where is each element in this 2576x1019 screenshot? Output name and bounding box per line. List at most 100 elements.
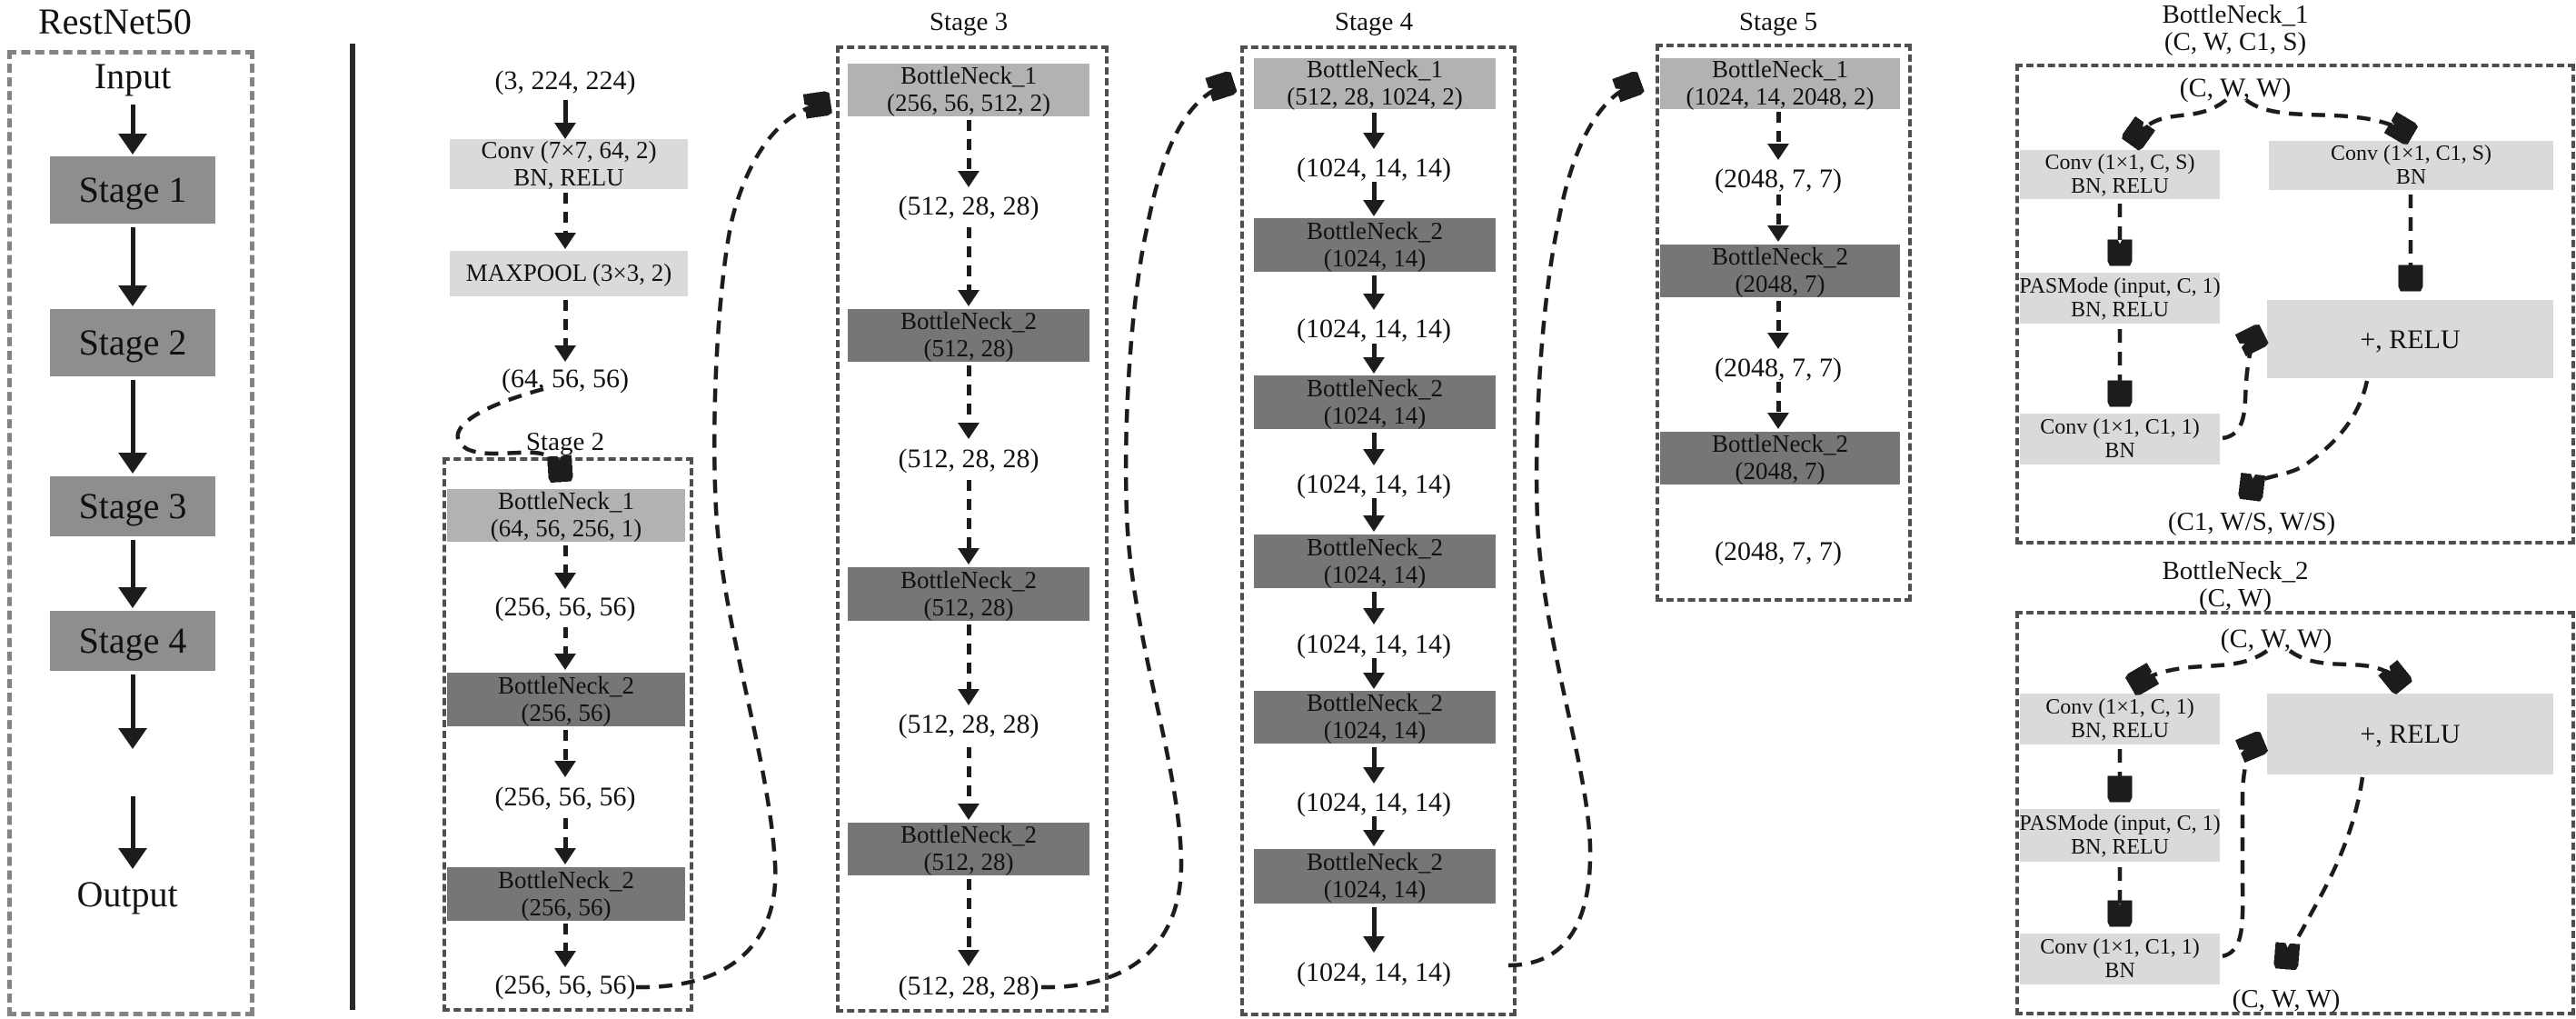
tensor-label: (256, 56, 56) — [494, 592, 636, 622]
bottleneck2-detail-title: BottleNeck_2 — [2162, 556, 2309, 585]
arrow-down-icon — [117, 380, 148, 474]
arrow-down-icon — [1362, 113, 1386, 149]
bn1-conv-left-box: Conv (1×1, C, S)BN, RELU — [2020, 150, 2220, 199]
arrow-down-icon — [957, 747, 980, 820]
bn1-pasmode-box: PASMode (input, C, 1)BN, RELU — [2019, 273, 2221, 324]
bn2-pasmode-box: PASMode (input, C, 1)BN, RELU — [2019, 809, 2221, 862]
stage3-bottleneck2-box: BottleNeck_2(512, 28) — [848, 822, 1089, 875]
tensor-label: (512, 28, 28) — [898, 191, 1039, 221]
connector-stage4-to-stage5 — [1507, 84, 1636, 968]
arrow-down-icon — [553, 545, 577, 589]
tensor-label: (512, 28, 28) — [898, 444, 1039, 474]
arrow-down-icon — [553, 924, 577, 967]
output-label: Output — [76, 874, 178, 914]
arrow-down-icon — [117, 105, 148, 155]
arrow-down-icon — [553, 300, 577, 362]
tensor-label: (2048, 7, 7) — [1715, 536, 1842, 566]
stage4-bottleneck2-box: BottleNeck_2(1024, 14) — [1254, 690, 1496, 744]
arrow-down-icon — [957, 120, 980, 187]
arrow-down-icon — [957, 227, 980, 306]
bottleneck2-detail-box — [2015, 611, 2575, 1015]
tensor-label: (C, W, W) — [2220, 624, 2332, 654]
tensor-label: (2048, 7, 7) — [1715, 164, 1842, 194]
maxpool-box: MAXPOOL (3×3, 2) — [450, 251, 688, 296]
stage3-bottleneck2-box: BottleNeck_2(512, 28) — [848, 308, 1089, 362]
bottleneck1-detail-title: BottleNeck_1 — [2162, 0, 2309, 29]
arrow-down-icon — [957, 879, 980, 966]
tensor-label: (1024, 14, 14) — [1297, 957, 1451, 987]
arrow-down-icon — [1362, 592, 1386, 624]
stage4-bottleneck2-box: BottleNeck_2(1024, 14) — [1254, 534, 1496, 588]
stage5-bottleneck1-box: BottleNeck_1(1024, 14, 2048, 2) — [1660, 56, 1900, 110]
stage2-column-label: Stage 2 — [525, 427, 605, 456]
stage4-column-label: Stage 4 — [1334, 7, 1414, 36]
diagram-title: RestNet50 — [38, 1, 192, 42]
input-label: Input — [94, 55, 172, 96]
tensor-label: (1024, 14, 14) — [1297, 314, 1451, 344]
tensor-label: (3, 224, 224) — [494, 65, 636, 95]
arrow-down-icon — [117, 540, 148, 608]
stage1-box: Stage 1 — [50, 156, 215, 224]
arrow-down-icon — [1362, 498, 1386, 532]
tensor-label: (1024, 14, 14) — [1297, 153, 1451, 183]
bn1-conv-c1-box: Conv (1×1, C1, 1)BN — [2020, 414, 2220, 465]
tensor-label: (C, W, W) — [2179, 73, 2292, 103]
arrow-down-icon — [1362, 658, 1386, 689]
tensor-label: (C1, W/S, W/S) — [2167, 507, 2336, 536]
tensor-label: (1024, 14, 14) — [1297, 469, 1451, 499]
arrow-down-icon — [553, 818, 577, 864]
stage5-bottleneck2-box: BottleNeck_2(2048, 7) — [1660, 431, 1900, 485]
stage3-box: Stage 3 — [50, 476, 215, 536]
stage4-box: Stage 4 — [50, 611, 215, 671]
arrow-down-icon — [957, 365, 980, 439]
tensor-label: (2048, 7, 7) — [1715, 353, 1842, 383]
stage4-bottleneck2-box: BottleNeck_2(1024, 14) — [1254, 217, 1496, 272]
bn1-add-relu-box: +, RELU — [2267, 300, 2553, 378]
tensor-label: (1024, 14, 14) — [1297, 787, 1451, 817]
arrow-down-icon — [553, 627, 577, 670]
bn2-add-relu-box: +, RELU — [2267, 694, 2553, 774]
arrow-down-icon — [1362, 433, 1386, 465]
section-divider — [350, 44, 355, 1010]
bn2-conv1-box: Conv (1×1, C, 1)BN, RELU — [2020, 694, 2220, 744]
stage5-column-label: Stage 5 — [1738, 7, 1818, 36]
stage2-bottleneck1-box: BottleNeck_1(64, 56, 256, 1) — [447, 488, 685, 542]
stage5-column-box — [1656, 44, 1912, 602]
stage2-box: Stage 2 — [50, 309, 215, 376]
arrow-down-icon — [117, 227, 148, 306]
bottleneck2-detail-params: (C, W) — [2198, 584, 2273, 613]
arrow-down-icon — [1362, 907, 1386, 953]
left-panel-box — [7, 50, 254, 1016]
stage2-bottleneck2-box: BottleNeck_2(256, 56) — [447, 672, 685, 726]
arrow-down-icon — [1766, 195, 1790, 242]
stage4-bottleneck2-box: BottleNeck_2(1024, 14) — [1254, 375, 1496, 429]
tensor-label: (C, W, W) — [2232, 984, 2341, 1014]
stage3-bottleneck2-box: BottleNeck_2(512, 28) — [848, 566, 1089, 621]
arrow-down-icon — [1362, 275, 1386, 310]
arrow-down-icon — [957, 480, 980, 564]
tensor-label: (64, 56, 56) — [502, 364, 629, 394]
bottleneck1-detail-params: (C, W, C1, S) — [2163, 27, 2307, 56]
arrow-down-icon — [1766, 382, 1790, 429]
stage2-bottleneck2-box: BottleNeck_2(256, 56) — [447, 866, 685, 921]
arrow-down-icon — [117, 674, 148, 749]
arrow-down-icon — [1766, 301, 1790, 349]
tensor-label: (256, 56, 56) — [494, 782, 636, 812]
arrow-down-icon — [957, 624, 980, 705]
arrow-down-icon — [117, 796, 148, 869]
arrow-down-icon — [1362, 344, 1386, 374]
arrow-down-icon — [553, 100, 577, 139]
arrow-down-icon — [1362, 182, 1386, 216]
stage5-bottleneck2-box: BottleNeck_2(2048, 7) — [1660, 244, 1900, 297]
stage4-bottleneck1-box: BottleNeck_1(512, 28, 1024, 2) — [1254, 56, 1496, 110]
conv7x7-box: Conv (7×7, 64, 2)BN, RELU — [450, 136, 688, 190]
arrow-down-icon — [1362, 816, 1386, 846]
bottleneck1-detail-box — [2015, 64, 2575, 544]
stage4-bottleneck2-box: BottleNeck_2(1024, 14) — [1254, 849, 1496, 904]
tensor-label: (1024, 14, 14) — [1297, 629, 1451, 659]
arrow-down-icon — [1362, 747, 1386, 784]
tensor-label: (256, 56, 56) — [494, 970, 636, 1000]
tensor-label: (512, 28, 28) — [898, 971, 1039, 1001]
arrow-down-icon — [1766, 112, 1790, 160]
